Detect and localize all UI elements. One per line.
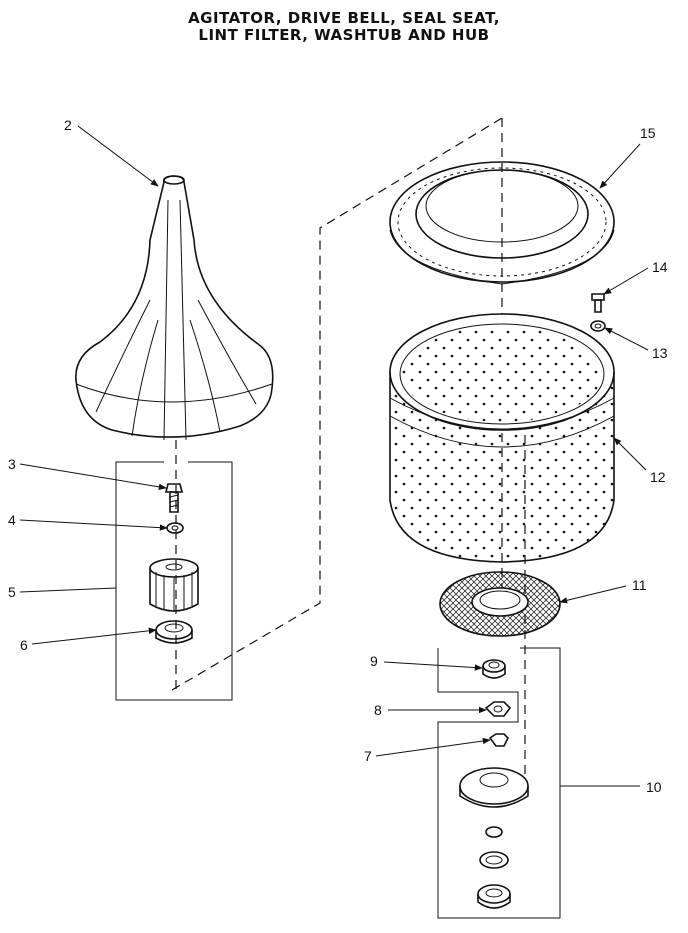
callout-4: 4 — [8, 512, 16, 528]
seal-part-6 — [155, 620, 193, 644]
callout-14: 14 — [652, 259, 668, 275]
screw-part-14 — [591, 293, 605, 313]
hub-assembly-part-10 — [459, 767, 529, 909]
callout-2: 2 — [64, 117, 72, 133]
callout-13: 13 — [652, 345, 668, 361]
callout-11: 11 — [632, 577, 647, 593]
callout-6: 6 — [20, 637, 28, 653]
washer-part-13 — [590, 320, 606, 332]
nut-part-8 — [484, 701, 512, 717]
washer-part-4 — [166, 522, 184, 534]
nut-part-7 — [488, 733, 509, 747]
lint-filter-part-11 — [439, 571, 561, 637]
leader-lines — [19, 125, 649, 757]
callout-7: 7 — [364, 748, 372, 764]
callout-9: 9 — [370, 653, 378, 669]
callout-8: 8 — [374, 702, 382, 718]
callout-10: 10 — [646, 779, 662, 795]
title-line-2: LINT FILTER, WASHTUB AND HUB — [198, 26, 490, 44]
callout-12: 12 — [650, 469, 666, 485]
title-line-1: AGITATOR, DRIVE BELL, SEAL SEAT, — [188, 9, 500, 27]
tub-ring-part-15 — [389, 161, 615, 285]
left-group-bracket — [115, 461, 233, 701]
right-group-bracket — [437, 647, 640, 919]
bearing-part-9 — [482, 659, 506, 679]
callout-3: 3 — [8, 456, 16, 472]
bolt-part-3 — [164, 483, 184, 513]
washtub-part-12 — [389, 313, 615, 563]
drive-bell-part-5 — [149, 558, 199, 612]
callout-5: 5 — [8, 584, 16, 600]
callout-15: 15 — [640, 125, 656, 141]
agitator — [75, 175, 274, 441]
diagram-title: AGITATOR, DRIVE BELL, SEAL SEAT, LINT FI… — [0, 10, 688, 44]
